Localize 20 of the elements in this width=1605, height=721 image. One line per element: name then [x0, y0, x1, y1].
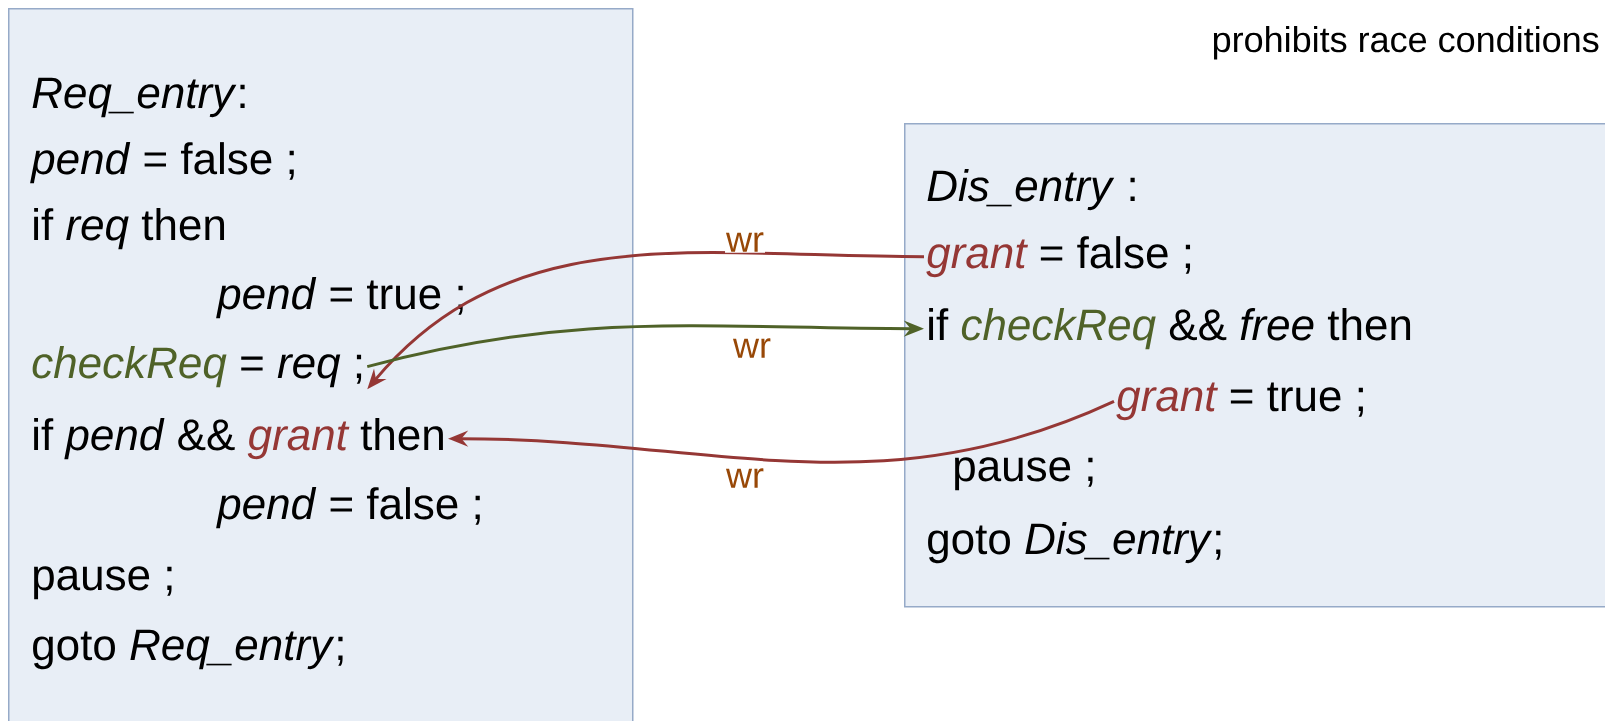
code-line: Req_entry:	[32, 77, 245, 118]
code-line: pause ;	[34, 566, 172, 600]
code-line: if checkReq && free then	[929, 308, 1411, 350]
code-line: pause ;	[955, 457, 1093, 491]
code-line: goto Req_entry;	[33, 629, 343, 670]
note-text: prohibits race conditions	[1213, 25, 1599, 60]
code-line: pend = false ;	[30, 142, 294, 184]
code-line: if pend && grant then	[34, 418, 443, 460]
code-line: pend = false ;	[216, 487, 480, 529]
code-line: checkReq = req ;	[32, 346, 362, 388]
code-panel	[904, 123, 1605, 608]
edge-label: wr	[725, 232, 764, 252]
edge-label: wr	[725, 468, 764, 488]
code-line: if req then	[34, 208, 224, 250]
code-line: goto Dis_entry;	[928, 522, 1221, 564]
code-line: grant = true ;	[1116, 382, 1363, 421]
edge-label: wr	[732, 338, 771, 358]
code-line: grant = false ;	[926, 236, 1191, 278]
code-line: Dis_entry :	[927, 169, 1135, 211]
code-panel	[8, 8, 634, 721]
